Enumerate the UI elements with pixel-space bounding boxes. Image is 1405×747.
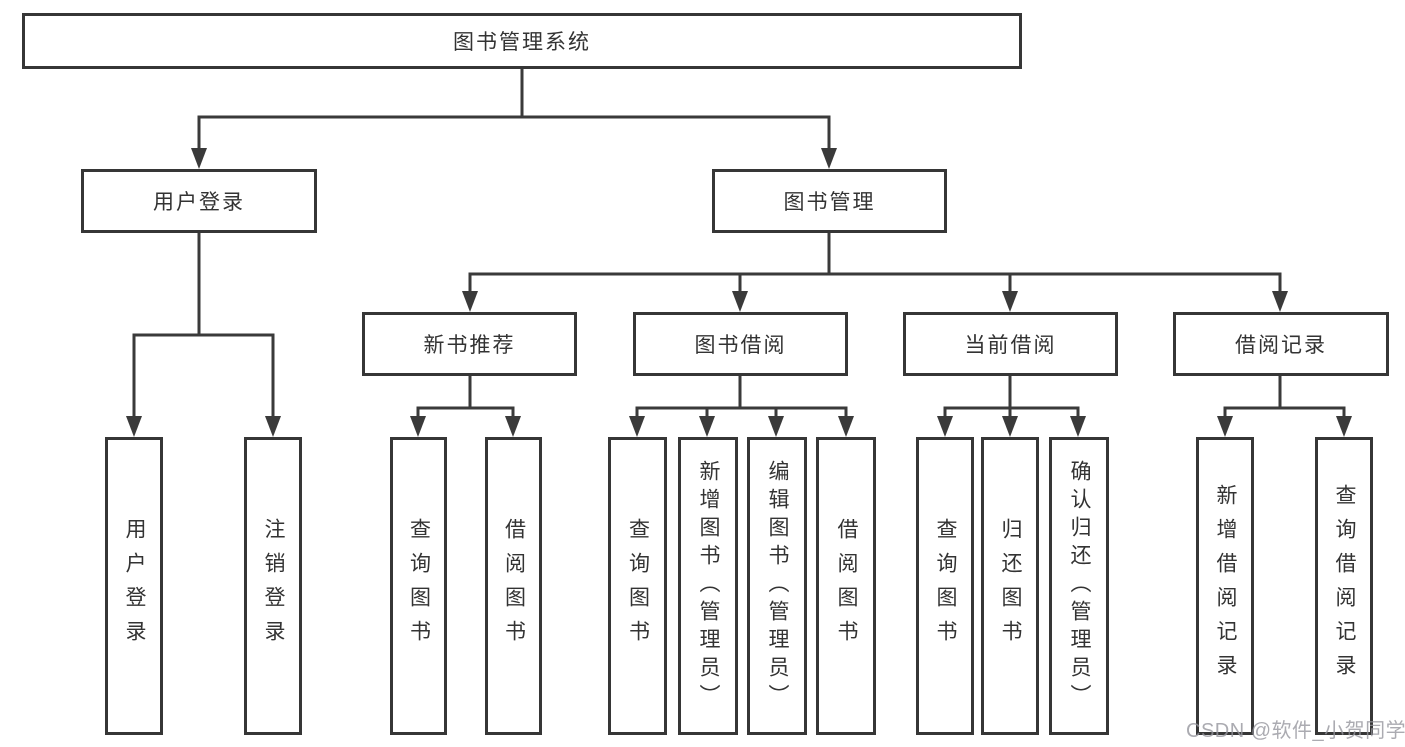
node-label: 新增借阅记录	[1214, 484, 1237, 688]
node-library-management-system: 图书管理系统	[22, 13, 1022, 69]
connector-records-to-leaves	[1223, 374, 1346, 420]
leaf-add-borrow-record: 新增借阅记录	[1196, 437, 1254, 735]
leaf-query-books-recommend: 查询图书	[390, 437, 447, 735]
node-book-borrowing: 图书借阅	[633, 312, 848, 376]
node-label: 编辑图书（管理员）	[766, 460, 789, 712]
leaf-user-login: 用户登录	[105, 437, 163, 735]
node-label: 用户登录	[153, 191, 245, 214]
node-new-book-recommend: 新书推荐	[362, 312, 577, 376]
node-label: 图书管理系统	[453, 31, 591, 54]
node-label: 借阅记录	[1235, 334, 1327, 357]
connector-newrec-to-leaves	[416, 374, 515, 420]
leaf-confirm-return-admin: 确认归还（管理员）	[1049, 437, 1109, 735]
connector-borrow-to-leaves	[635, 374, 848, 420]
node-label: 新增图书（管理员）	[697, 460, 720, 712]
node-label: 查询图书	[407, 518, 431, 654]
node-label: 图书借阅	[694, 334, 787, 357]
node-label: 查询图书	[626, 518, 650, 654]
leaf-query-borrow-record: 查询借阅记录	[1315, 437, 1373, 735]
connector-userlogin-to-leaves	[132, 231, 275, 420]
node-label: 查询图书	[934, 518, 957, 654]
connector-root-to-level2	[197, 67, 831, 152]
arrowheads	[126, 148, 1352, 437]
leaf-borrow-books-recommend: 借阅图书	[485, 437, 542, 735]
connector-bookmgmt-to-level3	[468, 231, 1282, 295]
csdn-watermark: CSDN @软件_小贺同学	[1186, 720, 1405, 742]
node-label: 确认归还（管理员）	[1068, 460, 1091, 712]
connector-current-to-leaves	[943, 374, 1080, 420]
node-label: 注销登录	[262, 518, 285, 654]
node-user-login: 用户登录	[81, 169, 317, 233]
leaf-logout: 注销登录	[244, 437, 302, 735]
node-label: 借阅图书	[835, 518, 858, 654]
node-label: 归还图书	[999, 518, 1022, 654]
node-label: 借阅图书	[502, 518, 526, 654]
leaf-query-books-current: 查询图书	[916, 437, 974, 735]
leaf-query-books-borrowing: 查询图书	[608, 437, 667, 735]
node-label: 图书管理	[783, 191, 876, 214]
node-current-borrowing: 当前借阅	[903, 312, 1118, 376]
leaf-return-book: 归还图书	[981, 437, 1039, 735]
node-label: 当前借阅	[964, 334, 1057, 357]
node-label: 用户登录	[123, 518, 146, 654]
node-label: 新书推荐	[423, 334, 516, 357]
node-borrowing-records: 借阅记录	[1173, 312, 1389, 376]
leaf-borrow-books: 借阅图书	[816, 437, 876, 735]
leaf-edit-book-admin: 编辑图书（管理员）	[747, 437, 807, 735]
leaf-add-book-admin: 新增图书（管理员）	[678, 437, 738, 735]
node-book-management: 图书管理	[712, 169, 947, 233]
node-label: 查询借阅记录	[1333, 484, 1356, 688]
